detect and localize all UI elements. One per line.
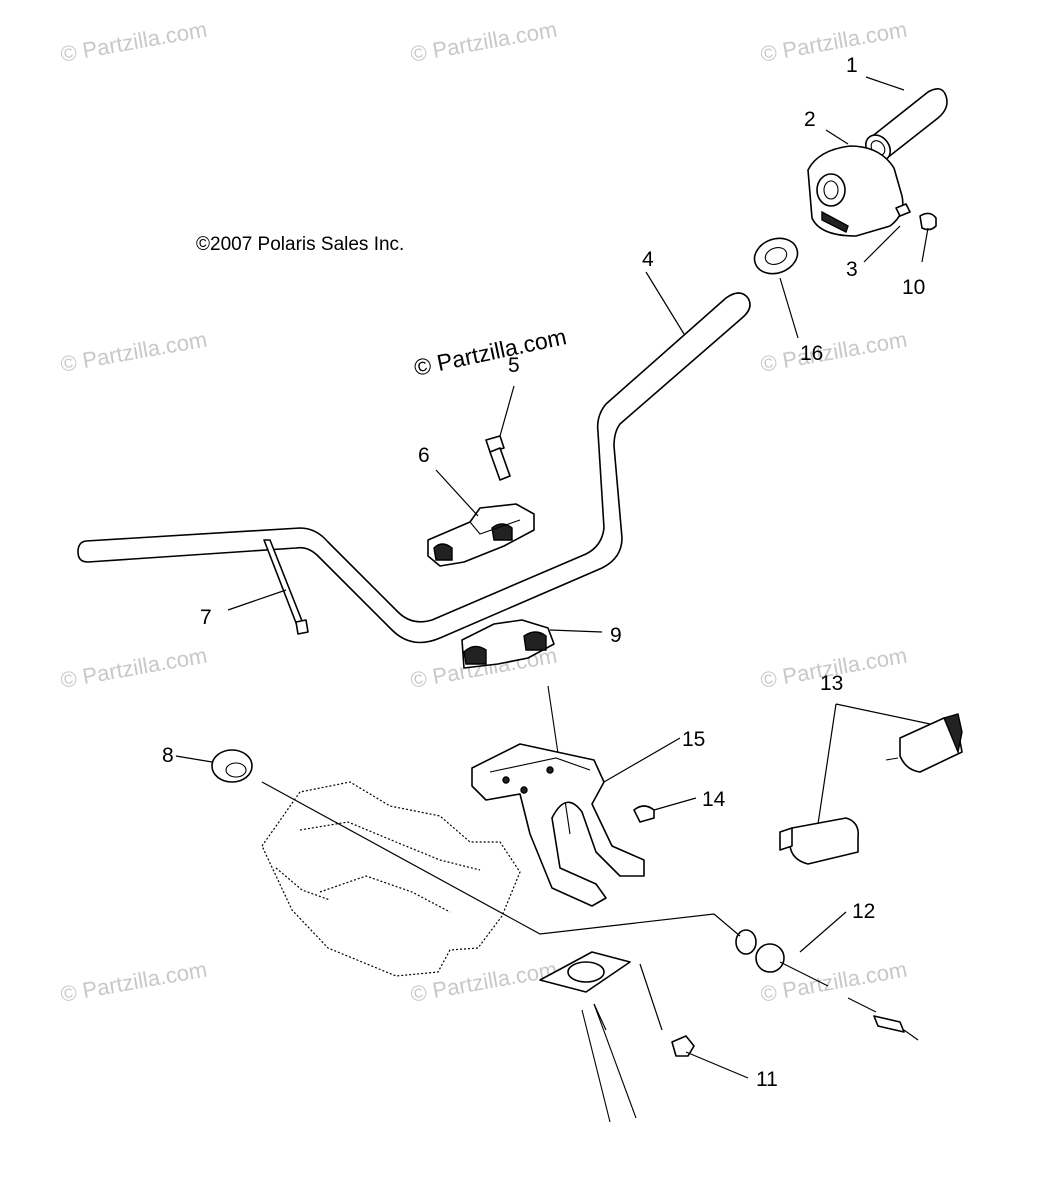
leader-lines <box>175 76 931 1079</box>
washer-part-8 <box>211 749 253 783</box>
watermark: © Partzilla.com <box>59 957 209 1007</box>
cap-part-14 <box>633 805 655 823</box>
body-panel-outline <box>261 781 521 977</box>
callout-6: 6 <box>418 444 430 467</box>
watermark: © Partzilla.com <box>759 17 909 67</box>
watermark: © Partzilla.com <box>59 17 209 67</box>
callout-7: 7 <box>200 606 212 629</box>
steering-flange <box>539 951 631 993</box>
long-bolt-part-7 <box>263 539 309 635</box>
screw-part-3 <box>895 203 911 217</box>
watermark: © Partzilla.com <box>409 17 559 67</box>
callout-1: 1 <box>846 54 858 77</box>
cap-part-10 <box>919 212 937 231</box>
handlebar-part-4 <box>77 292 751 644</box>
copyright-text: ©2007 Polaris Sales Inc. <box>196 234 404 255</box>
nut-part-11 <box>671 1035 695 1057</box>
callout-2: 2 <box>804 108 816 131</box>
callout-14: 14 <box>702 788 726 811</box>
callout-16: 16 <box>800 342 823 365</box>
callout-4: 4 <box>642 248 654 271</box>
callout-12: 12 <box>852 900 875 923</box>
watermark: © Partzilla.com <box>59 643 209 693</box>
watermark-center: © Partzilla.com <box>412 323 569 381</box>
watermark: © Partzilla.com <box>59 327 209 377</box>
switch-assembly-part-12 <box>735 929 919 1041</box>
switch-part-13 <box>779 713 963 865</box>
callout-5: 5 <box>508 354 520 377</box>
watermark: © Partzilla.com <box>759 327 909 377</box>
callout-8: 8 <box>162 744 174 767</box>
grommet-part-16 <box>753 237 799 275</box>
callout-9: 9 <box>610 624 622 647</box>
callout-15: 15 <box>682 728 705 751</box>
clamp-bottom-part-9 <box>461 619 555 669</box>
bolt-part-5 <box>485 435 511 481</box>
callout-11: 11 <box>756 1068 778 1091</box>
throttle-housing-part-2 <box>807 145 904 237</box>
callout-13: 13 <box>820 672 843 695</box>
clamp-top-part-6 <box>427 503 535 567</box>
callout-10: 10 <box>902 276 925 299</box>
callout-3: 3 <box>846 258 858 281</box>
callout-labels: 1 2 3 10 4 16 5 6 7 9 8 13 15 14 12 11 <box>162 54 925 1091</box>
watermark: © Partzilla.com <box>409 957 559 1007</box>
bracket-part-15 <box>471 743 645 907</box>
